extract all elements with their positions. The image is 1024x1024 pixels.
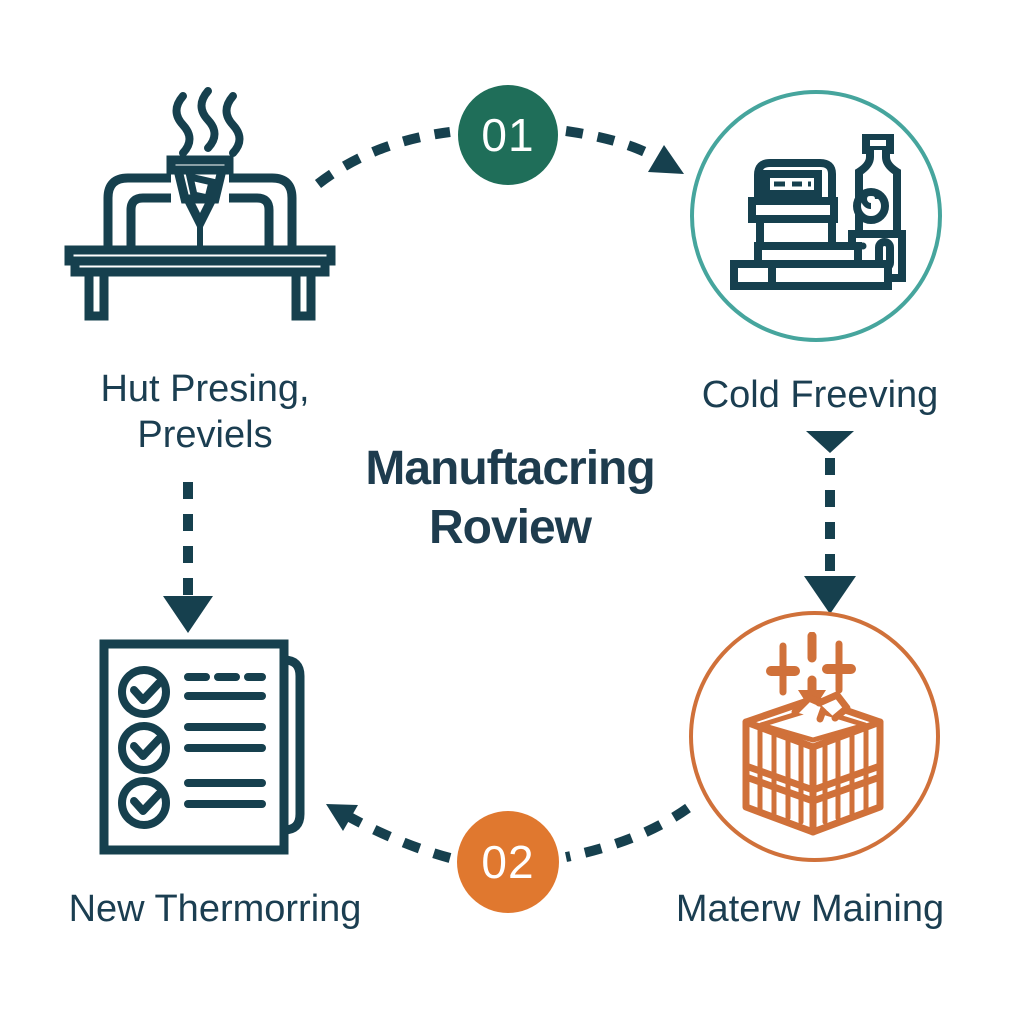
step-number-badge-02: 02 <box>457 811 559 913</box>
checklist-icon <box>98 638 310 856</box>
step-label-hot-press: Hut Presing, Previels <box>30 366 380 459</box>
freezing-machine-circle <box>690 90 942 342</box>
arrowhead-left <box>163 596 213 633</box>
arrow-top-right-segment <box>565 126 663 165</box>
material-crate-circle <box>689 611 940 862</box>
diagram-title-line: Roview <box>428 500 592 554</box>
arrowhead-right <box>804 576 856 614</box>
arrow-top-left-segment <box>314 127 451 188</box>
badge-number: 01 <box>481 109 535 161</box>
step-label-line: Hut Presing, <box>100 368 310 410</box>
hot-press-machine-icon <box>55 82 345 332</box>
arrowhead-top <box>648 145 684 174</box>
step-label-line: Materw Maining <box>675 888 945 930</box>
arrowhead-bottom <box>326 804 358 831</box>
step-label-line: Previels <box>137 414 273 457</box>
freezing-machine-icon <box>730 134 906 290</box>
diagram-title: Manuftacring Roview <box>320 440 700 557</box>
heat-waves-icon <box>172 87 244 157</box>
arrow-bottom-left-segment <box>341 809 452 863</box>
badge-number: 02 <box>481 836 535 888</box>
crate-press-icon <box>742 631 883 835</box>
step-label-line: New Thermorring <box>68 888 362 930</box>
step-label-material: Materw Maining <box>640 886 980 932</box>
step-label-review: New Thermorring <box>40 886 390 932</box>
arrow-right-start-triangle <box>806 431 854 453</box>
arrow-bottom-right-segment <box>565 803 691 862</box>
diagram-title-line: Manuftacring <box>365 442 655 495</box>
step-number-badge-01: 01 <box>458 85 558 185</box>
step-label-line: Cold Freeving <box>701 374 939 416</box>
step-label-cold-freeze: Cold Freeving <box>660 372 980 418</box>
